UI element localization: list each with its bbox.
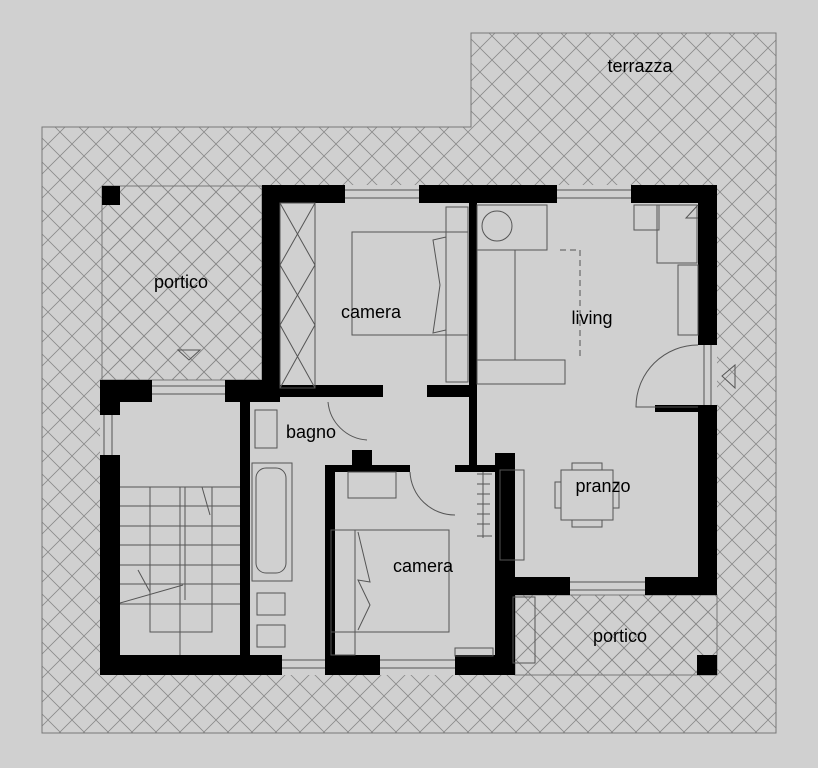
house-floor bbox=[100, 185, 717, 675]
label-terrazza: terrazza bbox=[607, 56, 673, 76]
label-living: living bbox=[571, 308, 612, 328]
label-portico-left: portico bbox=[154, 272, 208, 292]
portico-left-floor bbox=[101, 185, 263, 381]
portico-right-floor bbox=[514, 594, 718, 676]
label-bagno: bagno bbox=[286, 422, 336, 442]
label-portico-right: portico bbox=[593, 626, 647, 646]
label-pranzo: pranzo bbox=[575, 476, 630, 496]
label-camera-bottom: camera bbox=[393, 556, 454, 576]
furniture bbox=[103, 189, 736, 669]
walls bbox=[100, 185, 717, 675]
label-camera-top: camera bbox=[341, 302, 402, 322]
